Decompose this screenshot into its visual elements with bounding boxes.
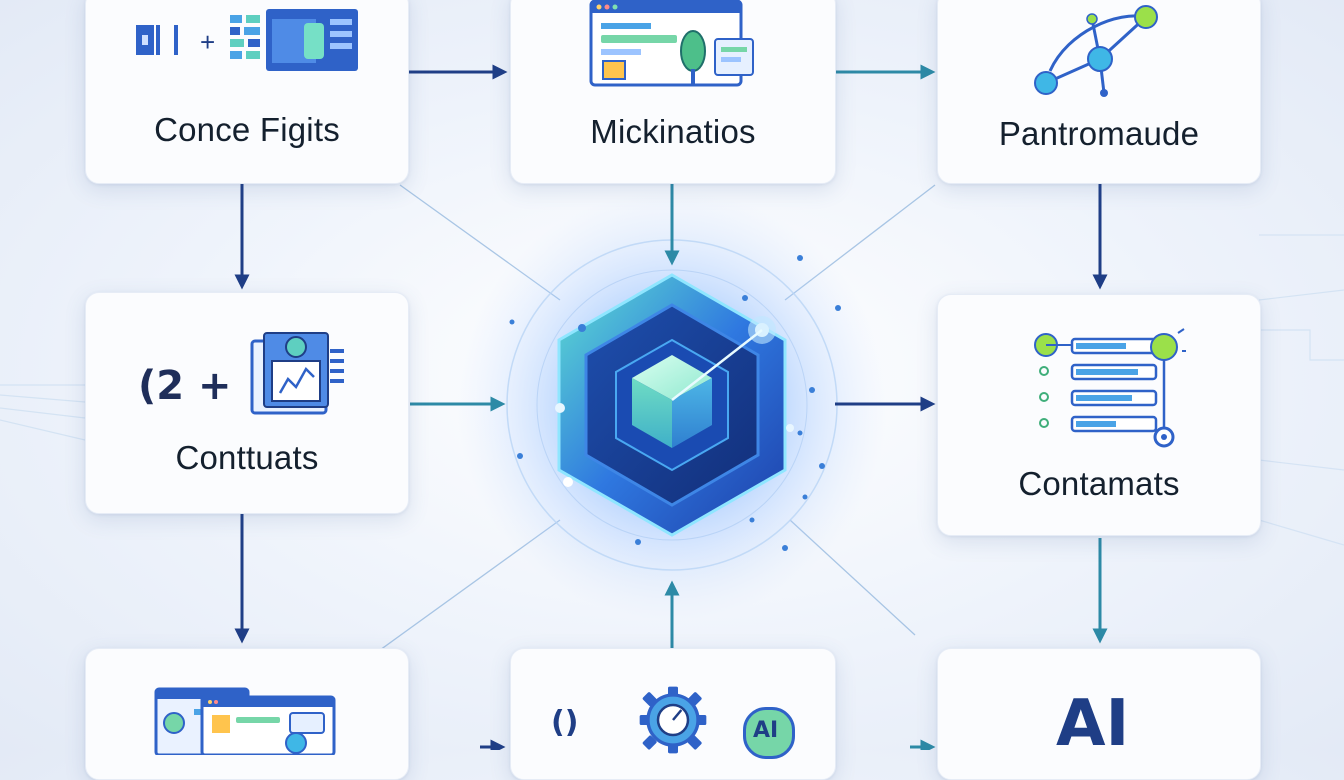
document-chart-icon — [250, 332, 344, 415]
node-label: Mickinatios — [590, 113, 756, 150]
plus-glyph: + — [200, 27, 215, 57]
node-label: Conce Figits — [154, 111, 340, 148]
diagram-canvas — [0, 64, 1344, 750]
node-mid-right[interactable]: Contamats — [937, 294, 1261, 536]
node-top-middle[interactable]: Mickinatios — [510, 0, 836, 184]
node-bottom-left[interactable] — [85, 648, 409, 780]
node-icon-text: (⁠) — [551, 705, 579, 740]
node-label: Conttuats — [175, 439, 319, 476]
list-nodes-icon — [1034, 328, 1186, 448]
ui-panel-icon: + — [136, 9, 358, 71]
node-top-left[interactable]: + Conce Figits — [85, 0, 409, 184]
node-bottom-middle[interactable]: (⁠) AI — [510, 648, 836, 780]
ai-badge: AI — [743, 707, 795, 759]
node-label: Pantromaude — [998, 115, 1200, 152]
browser-windows-icon — [154, 687, 336, 755]
node-mid-left[interactable]: (2 + Conttuats — [85, 292, 409, 514]
node-label: Contamats — [1018, 465, 1180, 502]
ai-badge-text: AI — [753, 718, 779, 743]
dashboard-browser-icon — [589, 0, 754, 87]
network-nodes-icon — [1034, 5, 1158, 97]
hexagon-cube-icon — [555, 273, 794, 537]
node-icon-text: (2 + — [138, 363, 232, 409]
background-lines — [0, 234, 1344, 546]
gear-icon — [639, 686, 707, 754]
node-top-right[interactable]: Pantromaude — [937, 0, 1261, 184]
hub-ring-inner — [536, 269, 808, 541]
node-big-text: AI — [1056, 687, 1130, 761]
node-bottom-right[interactable]: AI — [937, 648, 1261, 780]
hub-particles — [509, 255, 841, 551]
arrows — [234, 64, 1108, 750]
